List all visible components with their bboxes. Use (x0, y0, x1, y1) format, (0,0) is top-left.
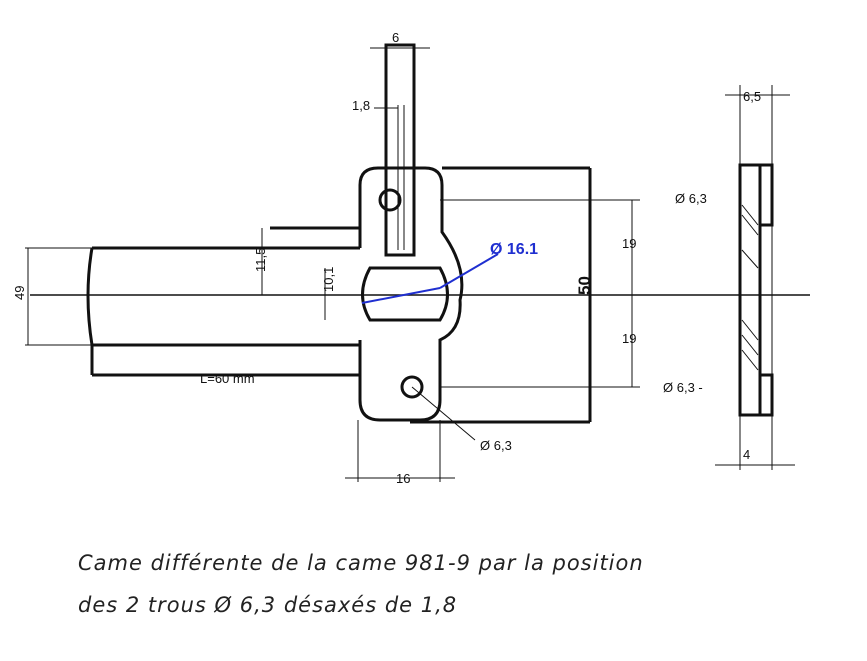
shaft-outline (86, 226, 360, 377)
window-height-label: 10,1 (321, 267, 336, 292)
note-line-1: Came différente de la came 981-9 par la … (78, 551, 644, 575)
hole-spacing-label: 16 (396, 471, 410, 486)
side-thickness-label: 6,5 (743, 89, 761, 104)
lower-half-label: 19 (622, 331, 636, 346)
lower-hole (400, 375, 424, 399)
side-view: 6,5 Ø 6,3 Ø 6,3 - 4 (663, 85, 795, 470)
side-hole-bottom-label: Ø 6,3 - (663, 380, 703, 395)
diameter-annotation: Ø 16.1 (361, 241, 538, 304)
tab-width-label: 6 (392, 30, 399, 45)
note-line-2: des 2 trous Ø 6,3 désaxés de 1,8 (78, 593, 457, 617)
upper-hole (378, 188, 402, 212)
upper-half-label: 19 (622, 236, 636, 251)
left-height-label: 49 (12, 286, 27, 300)
length-label: L=60 mm (200, 371, 255, 386)
slot-width-label: 1,8 (352, 98, 370, 113)
side-hole-top-label: Ø 6,3 (675, 191, 707, 206)
diameter-label: Ø 16.1 (490, 241, 538, 258)
dimensions: 6 1,8 50 19 19 49 11,5 10,1 L=60 mm 16 Ø… (12, 30, 640, 486)
plate-height-label: 50 (575, 276, 594, 295)
side-base-label: 4 (743, 447, 750, 462)
cam-plate (358, 43, 464, 422)
handwritten-note: Came différente de la came 981-9 par la … (78, 551, 644, 617)
hole-main-label: Ø 6,3 (480, 438, 512, 453)
arm-offset-label: 11,5 (253, 248, 268, 272)
